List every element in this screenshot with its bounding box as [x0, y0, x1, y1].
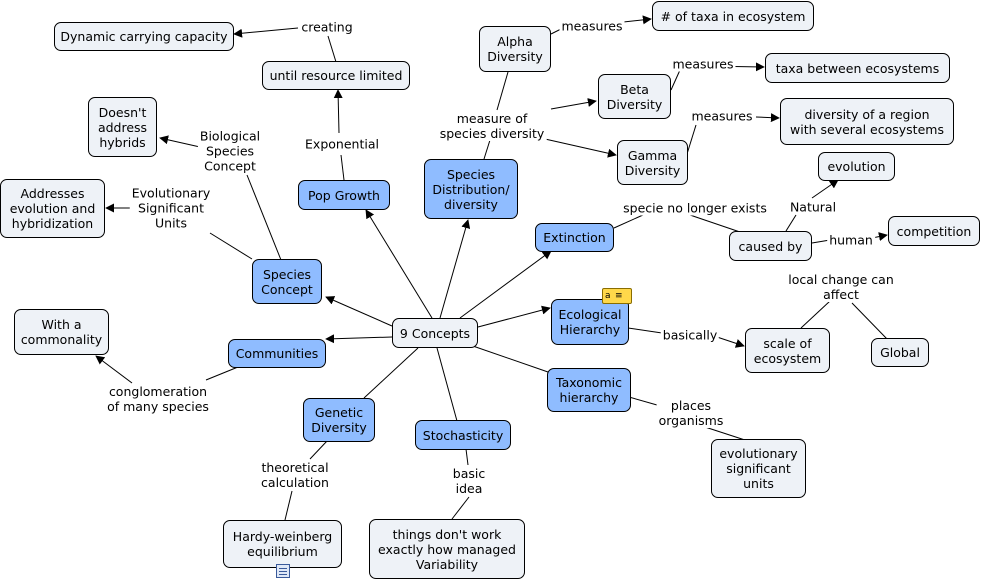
resource-a-glyph: a — [605, 291, 611, 301]
concept-stochasticity[interactable]: Stochasticity — [415, 420, 511, 450]
link-label-measures-beta: measures — [670, 56, 736, 72]
node-caused-by[interactable]: caused by — [729, 231, 812, 261]
node-evolution[interactable]: evolution — [818, 152, 895, 181]
link-label-measures-gamma: measures — [689, 108, 755, 124]
concept-communities[interactable]: Communities — [228, 339, 326, 368]
concept-taxonomic-hierarchy[interactable]: Taxonomic hierarchy — [547, 368, 631, 412]
node-competition[interactable]: competition — [888, 216, 980, 246]
node-scale-of-ecosystem[interactable]: scale of ecosystem — [745, 328, 830, 373]
node-gamma-diversity[interactable]: Gamma Diversity — [617, 140, 688, 185]
link-label-biological-species-concept: Biological Species Concept — [197, 128, 263, 174]
link-label-measures-alpha: measures — [559, 18, 625, 34]
node-hardy-weinberg[interactable]: Hardy-weinberg equilibrium — [223, 520, 342, 568]
node-evolutionary-significant-units[interactable]: evolutionary significant units — [711, 439, 806, 498]
node-taxa-in-ecosystem[interactable]: # of taxa in ecosystem — [652, 1, 814, 31]
link-label-specie-no-longer-exists: specie no longer exists — [621, 200, 769, 216]
node-diversity-of-region[interactable]: diversity of a region with several ecosy… — [780, 98, 954, 145]
concept-ecological-hierarchy[interactable]: Ecological Hierarchy — [551, 299, 629, 345]
concept-genetic-diversity[interactable]: Genetic Diversity — [303, 398, 375, 442]
node-doesnt-address-hybrids[interactable]: Doesn't address hybrids — [88, 97, 157, 157]
node-taxa-between-ecosystems[interactable]: taxa between ecosystems — [765, 53, 950, 83]
link-label-creating: creating — [299, 19, 355, 35]
link-label-evolutionary-significant-units: Evolutionary Significant Units — [129, 185, 213, 231]
node-global[interactable]: Global — [871, 338, 929, 367]
link-label-conglomeration: conglomeration of many species — [105, 384, 211, 414]
link-label-natural: Natural — [787, 199, 839, 215]
note-line-3 — [279, 574, 287, 575]
node-with-a-commonality[interactable]: With a commonality — [14, 309, 109, 355]
concept-species-concept[interactable]: Species Concept — [252, 259, 322, 304]
concept-extinction[interactable]: Extinction — [535, 223, 614, 252]
link-label-basic-idea: basic idea — [450, 466, 488, 496]
link-label-theoretical-calculation: theoretical calculation — [259, 460, 331, 490]
note-line-2 — [279, 571, 287, 572]
node-until-resource-limited[interactable]: until resource limited — [262, 61, 410, 90]
link-label-local-change: local change can affect — [786, 272, 896, 302]
resource-lines-glyph: ≡ — [615, 291, 623, 301]
note-line-1 — [279, 568, 287, 569]
link-label-human: human — [827, 232, 875, 248]
link-label-places-organisms: places organisms — [656, 398, 726, 428]
link-label-exponential: Exponential — [303, 136, 381, 152]
link-label-basically: basically — [660, 327, 720, 343]
note-icon[interactable] — [276, 564, 290, 578]
node-things-dont-work[interactable]: things don't work exactly how managed Va… — [369, 519, 525, 579]
link-label-measure-of-species-diversity: measure of species diversity — [437, 111, 547, 141]
node-addresses-hybridization[interactable]: Addresses evolution and hybridization — [0, 179, 105, 238]
concept-species-distribution[interactable]: Species Distribution/ diversity — [424, 159, 518, 219]
node-dynamic-carrying-capacity[interactable]: Dynamic carrying capacity — [54, 22, 234, 51]
node-alpha-diversity[interactable]: Alpha Diversity — [479, 26, 551, 72]
center-node-9-concepts[interactable]: 9 Concepts — [392, 318, 478, 348]
resource-links-icon[interactable]: a ≡ — [602, 288, 632, 304]
node-beta-diversity[interactable]: Beta Diversity — [598, 74, 671, 119]
concept-pop-growth[interactable]: Pop Growth — [298, 180, 390, 210]
